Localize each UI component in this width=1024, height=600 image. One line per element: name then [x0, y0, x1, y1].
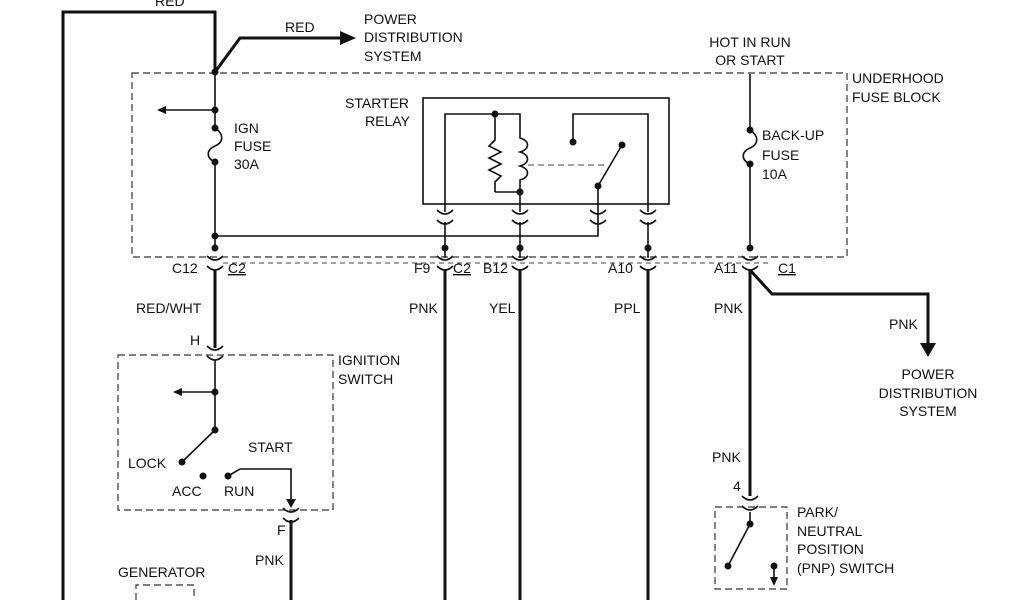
relay-switch-arm	[597, 144, 623, 187]
pnk-right-wire	[748, 268, 930, 346]
label-backup-fuse-2: FUSE	[762, 147, 799, 163]
label-c2b: C2	[453, 260, 471, 276]
label-pds-top-3: SYSTEM	[364, 48, 422, 64]
label-ign-fuse-3: 30A	[234, 156, 260, 172]
underhood-fuse-block-box	[131, 72, 848, 258]
label-c1: C1	[778, 260, 796, 276]
ign-fuse-symbol	[207, 127, 223, 163]
label-hot-in-run-1: HOT IN RUN	[709, 34, 790, 50]
label-ignition-switch-1: IGNITION	[338, 352, 400, 368]
label-a10: A10	[608, 260, 633, 276]
pnp-switch-wire	[727, 512, 751, 567]
relay-coil-winding	[495, 113, 529, 212]
ign-switch-arrow	[173, 388, 182, 396]
label-pnp-switch-4: (PNP) SWITCH	[797, 560, 894, 576]
label-underhood-1: UNDERHOOD	[852, 70, 944, 86]
label-b12: B12	[483, 260, 508, 276]
left-feed-wire	[61, 10, 217, 600]
generator-box	[135, 584, 195, 600]
label-start: START	[248, 439, 293, 455]
ign-branch-arrow	[157, 106, 166, 114]
label-pds-right-2: DISTRIBUTION	[879, 385, 978, 401]
label-h: H	[190, 332, 200, 348]
label-yel: YEL	[489, 300, 516, 316]
label-backup-fuse-1: BACK-UP	[762, 127, 824, 143]
label-red-wht: RED/WHT	[136, 300, 202, 316]
label-pnk-a11: PNK	[714, 300, 743, 316]
label-pds-right-1: POWER	[902, 366, 955, 382]
label-generator: GENERATOR	[118, 564, 205, 580]
pnp-ground-arrow	[770, 577, 778, 586]
label-underhood-2: FUSE BLOCK	[852, 89, 941, 105]
label-c12: C12	[172, 260, 198, 276]
relay-bus-wire	[215, 212, 599, 237]
junction-dots	[178, 68, 778, 570]
label-pnk-f9: PNK	[409, 300, 438, 316]
label-red-top: RED	[155, 0, 185, 9]
relay-fixed-contact-wire	[572, 113, 649, 212]
pnp-switch-box	[714, 506, 788, 590]
label-backup-fuse-3: 10A	[762, 166, 788, 182]
label-pds-top-1: POWER	[364, 11, 417, 27]
label-run: RUN	[224, 483, 254, 499]
label-lock: LOCK	[128, 455, 167, 471]
label-red-mid: RED	[285, 19, 315, 35]
label-starter-relay-2: RELAY	[365, 113, 411, 129]
label-a11: A11	[714, 260, 738, 276]
label-c2a: C2	[228, 260, 246, 276]
relay-coil-resistor	[487, 114, 503, 192]
pin-stubs	[444, 222, 649, 258]
starter-relay-box	[422, 97, 670, 205]
ign-switch-wire	[181, 360, 216, 463]
label-acc: ACC	[172, 483, 202, 499]
label-pds-right-3: SYSTEM	[899, 403, 957, 419]
label-pnp-switch-3: POSITION	[797, 541, 864, 557]
label-pnk-pnp: PNK	[712, 449, 741, 465]
label-pnk-right: PNK	[889, 316, 918, 332]
ignition-switch-box	[117, 354, 334, 511]
arrow-pds-top	[340, 31, 356, 45]
start-contact	[227, 468, 292, 506]
label-starter-relay-1: STARTER	[345, 95, 409, 111]
relay-left-wire	[444, 113, 495, 212]
label-ign-fuse-1: IGN	[234, 120, 259, 136]
wire-to-pds-top	[213, 36, 340, 73]
label-pnk-bottom: PNK	[255, 552, 284, 568]
label-pin4: 4	[733, 478, 741, 494]
label-hot-in-run-2: OR START	[715, 52, 785, 68]
label-pnp-switch-1: PARK/	[797, 504, 838, 520]
label-f9: F9	[414, 260, 431, 276]
arrow-pds-right	[920, 343, 936, 357]
label-ignition-switch-2: SWITCH	[338, 371, 393, 387]
label-ign-fuse-2: FUSE	[234, 138, 271, 154]
label-pnp-switch-2: NEUTRAL	[797, 523, 863, 539]
label-ppl: PPL	[614, 300, 641, 316]
label-f: F	[277, 522, 286, 538]
start-arrow	[286, 499, 296, 508]
label-pds-top-2: DISTRIBUTION	[364, 29, 463, 45]
backup-fuse-symbol	[742, 129, 758, 165]
